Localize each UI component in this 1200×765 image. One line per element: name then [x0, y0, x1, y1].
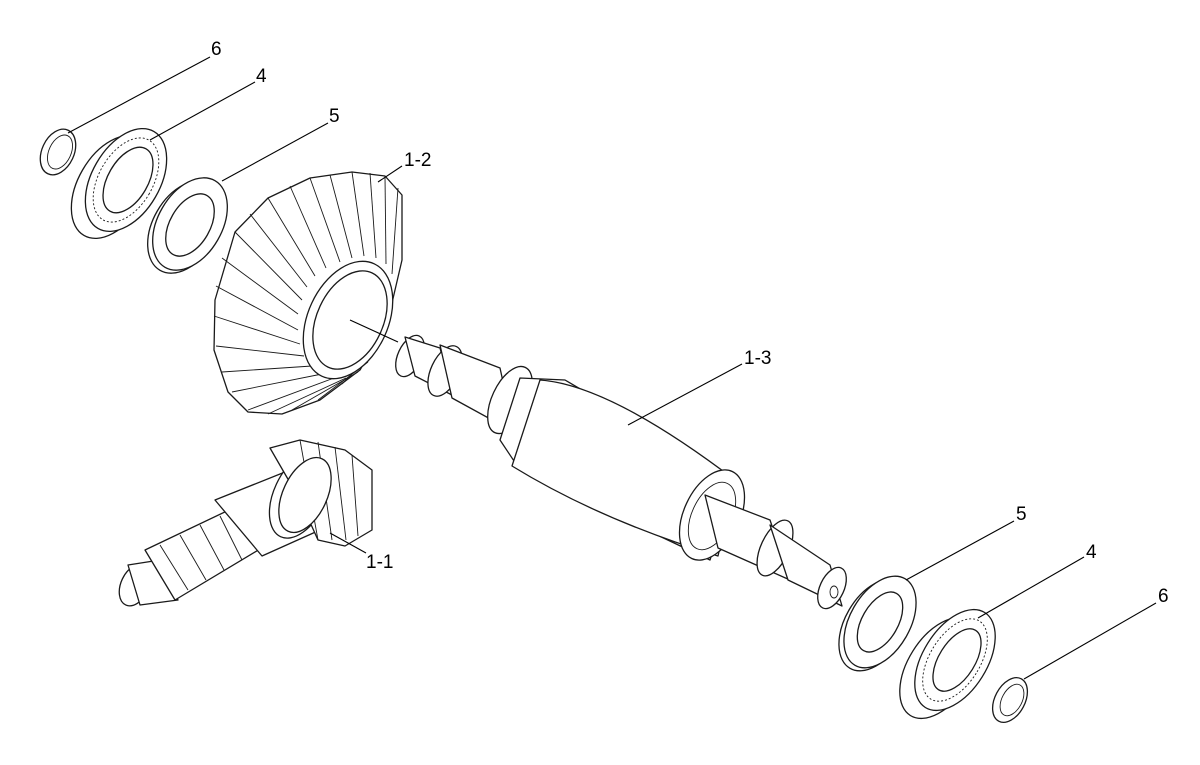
- bevel-gear: [213, 171, 403, 415]
- label-bevel-gear: 1-2: [404, 150, 431, 171]
- washer-right: [838, 575, 917, 672]
- label-snap-ring-right: 6: [1158, 586, 1169, 607]
- label-shaft: 1-3: [744, 348, 771, 369]
- shaft: [395, 334, 847, 610]
- label-washer-left: 5: [329, 106, 340, 127]
- label-bearing-left: 4: [256, 66, 267, 87]
- snap-ring-left: [39, 128, 77, 176]
- snap-ring-right: [991, 677, 1029, 723]
- label-snap-ring-left: 6: [211, 39, 222, 60]
- label-pinion-shaft: 1-1: [366, 552, 393, 573]
- label-washer-right: 5: [1016, 504, 1027, 525]
- pinion-shaft: [118, 439, 373, 607]
- bearing-right: [899, 608, 996, 720]
- part-labels: 6 4 5 1-2 1-3 1-1 5 4 6: [211, 39, 1169, 607]
- washer-left: [147, 177, 228, 274]
- label-bearing-right: 4: [1086, 542, 1097, 563]
- leader-lines: [67, 56, 1157, 680]
- bearing-left: [70, 127, 168, 240]
